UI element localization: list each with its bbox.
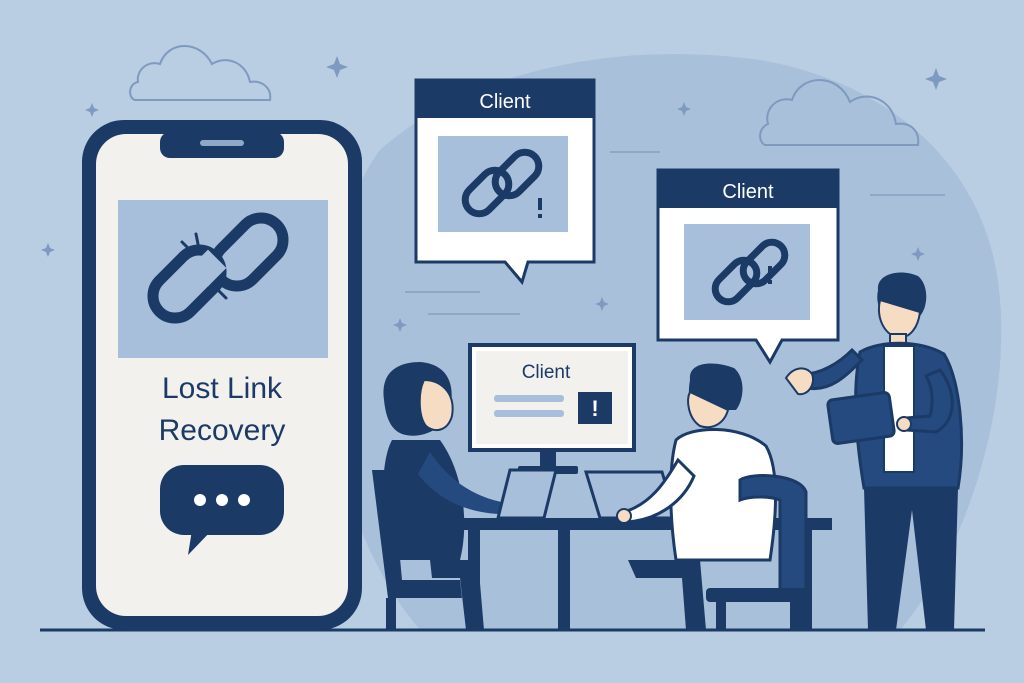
tablet: [826, 391, 896, 445]
cloud-icon: [759, 79, 920, 146]
client-bubble: Client: [656, 168, 840, 365]
break-marks: [180, 232, 238, 300]
monitor-alert-text: !: [591, 396, 598, 421]
monitor: Client !: [468, 343, 636, 474]
decorative-lines: [405, 151, 945, 315]
exclamation-icon: [578, 392, 612, 424]
standing-man: [784, 272, 963, 630]
cloud-icon: [129, 45, 272, 101]
sparkle-icon: [41, 56, 947, 332]
phone-title-line2: Recovery: [159, 414, 286, 447]
client-bubble-title: Client: [479, 91, 531, 113]
client-bubble-title: Client: [722, 181, 774, 203]
phone-title-line1: Lost Link: [162, 372, 283, 405]
woman: [372, 362, 558, 630]
chat-bubble-icon[interactable]: [160, 465, 284, 555]
seated-man: [583, 363, 810, 630]
client-bubble: Client: [414, 78, 596, 286]
monitor-title: Client: [522, 362, 571, 383]
broken-link-alert-icon: [711, 238, 789, 306]
phone: Lost Link Recovery: [82, 120, 362, 630]
broken-link-alert-icon: [461, 148, 543, 218]
